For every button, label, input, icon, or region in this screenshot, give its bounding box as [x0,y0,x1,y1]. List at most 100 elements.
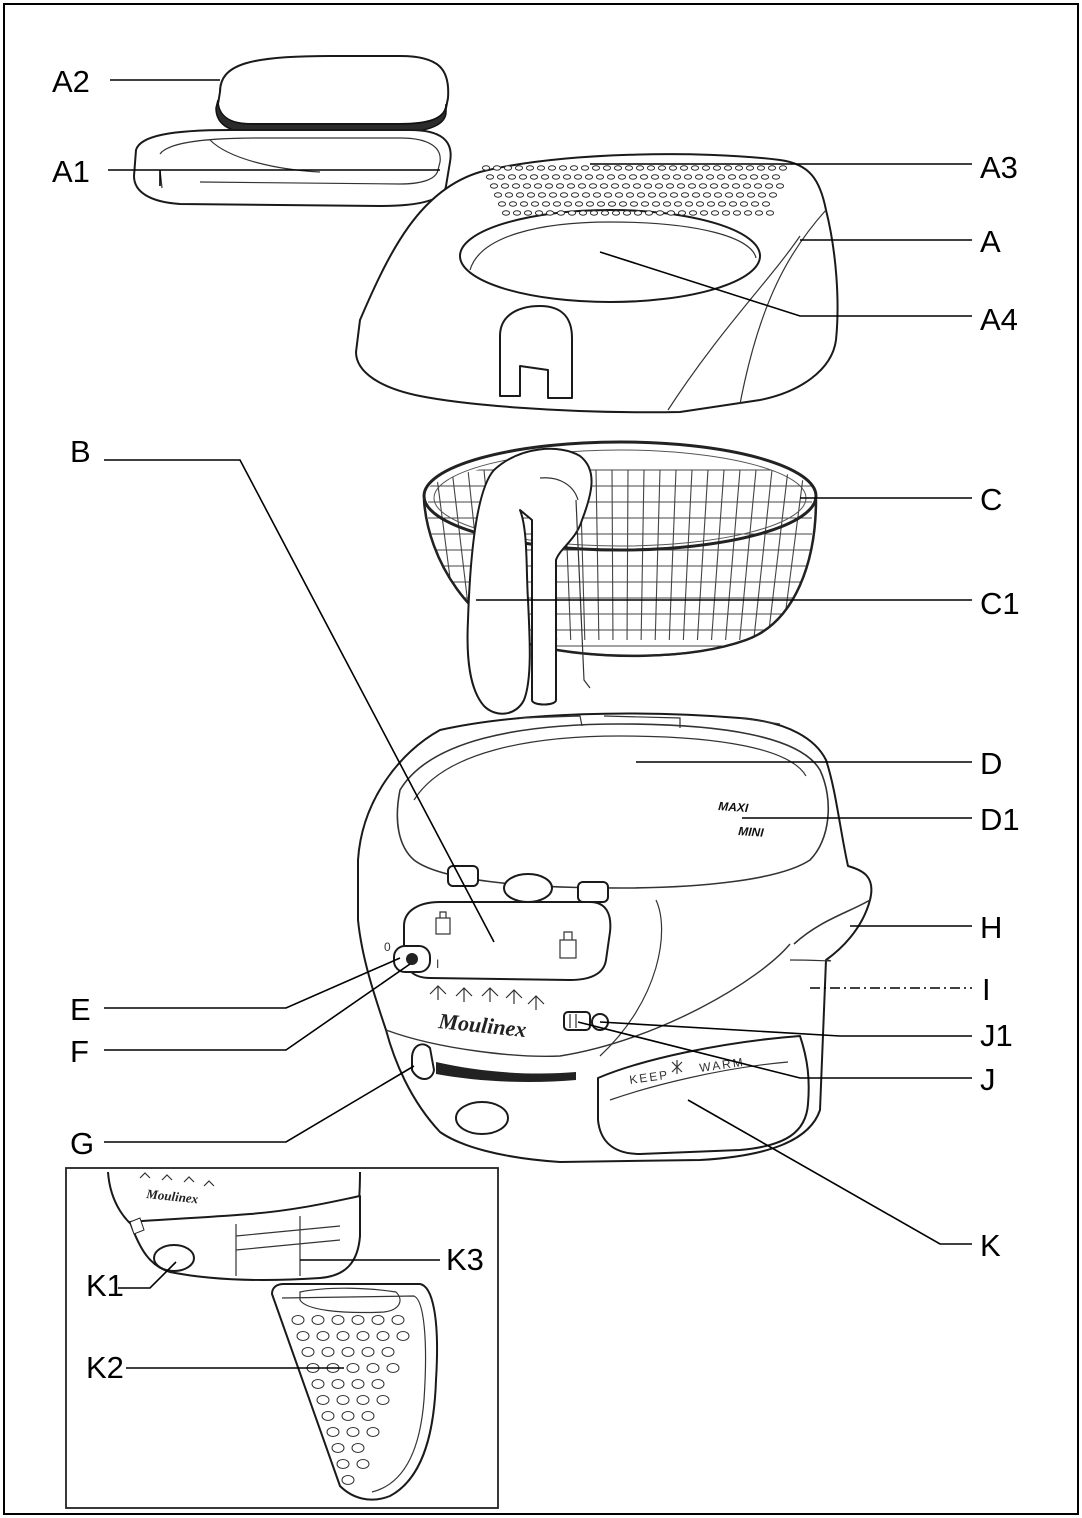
label-f: F [70,1034,89,1069]
vent-hole [591,165,601,171]
vent-hole [633,210,643,216]
vent-hole [511,183,521,189]
mesh-wire-v [739,469,757,641]
tray-hole [376,1395,390,1405]
vent-hole [481,165,491,171]
tray-hole [331,1315,345,1325]
vent-hole [514,165,524,171]
vent-hole [658,192,668,198]
vent-hole [522,183,532,189]
vent-hole [739,201,749,207]
vent-hole [536,165,546,171]
vent-hole [646,165,656,171]
vent-hole [588,183,598,189]
panel-icon-right [559,931,577,959]
tray-hole [336,1459,350,1469]
vent-hole [691,192,701,198]
vent-hole [757,192,767,198]
vent-hole [666,210,676,216]
vent-hole [728,201,738,207]
vent-hole [701,165,711,171]
vent-hole [742,183,752,189]
vent-hole [720,183,730,189]
vent-hole [551,174,561,180]
vent-hole [706,201,716,207]
vent-hole [753,183,763,189]
mesh-wire-v [696,469,709,641]
mesh-wire-v [682,469,693,641]
tray-hole [341,1475,355,1485]
vent-hole [643,183,653,189]
vent-hole [721,210,731,216]
vent-hole [585,201,595,207]
leader-lines [104,79,972,1369]
tray-hole [331,1379,345,1389]
vent-hole [662,201,672,207]
vent-hole [628,174,638,180]
mesh-wire-v [626,469,629,641]
vent-hole [607,201,617,207]
vent-hole [596,201,606,207]
vent-hole [672,174,682,180]
page-frame [3,3,1079,1515]
vent-hole [567,210,577,216]
vent-hole [584,174,594,180]
vent-hole [632,183,642,189]
tray-hole [391,1315,405,1325]
label-k3: K3 [446,1242,484,1277]
label-a2: A2 [52,64,90,99]
tray-hole [321,1347,335,1357]
vent-hole [600,210,610,216]
vent-hole [738,174,748,180]
vent-hole [610,183,620,189]
vent-hole [732,210,742,216]
vent-hole [640,201,650,207]
vent-hole [573,174,583,180]
tray-hole [341,1347,355,1357]
vent-hole [515,192,525,198]
vent-hole [545,210,555,216]
vent-hole [559,192,569,198]
vent-hole [710,210,720,216]
tray-hole [316,1331,330,1341]
label-k1: K1 [86,1268,124,1303]
mesh-wire-v [595,469,600,641]
label-a1: A1 [52,154,90,189]
vent-hole [636,192,646,198]
vent-hole [529,174,539,180]
warm-text: WARM [698,1055,745,1075]
label-j: J [980,1062,996,1097]
vent-hole [765,210,775,216]
vent-hole [683,174,693,180]
mesh-wire-v [654,469,661,641]
label-a: A [980,224,1001,259]
vent-hole [651,201,661,207]
vent-hole [603,192,613,198]
tray-hole [386,1363,400,1373]
tray-hole [331,1443,345,1453]
vent-hole [547,165,557,171]
vent-hole [754,210,764,216]
label-a4: A4 [980,302,1018,337]
vent-hole [679,165,689,171]
label-i: I [982,972,991,1007]
inset-drawer-detail: Moulinex [65,1167,499,1509]
vent-hole [647,192,657,198]
vent-hole [690,165,700,171]
vent-hole [507,174,517,180]
tray-hole [366,1427,380,1437]
vent-hole [724,192,734,198]
vent-hole [702,192,712,198]
vent-hole [530,201,540,207]
tray-hole [316,1395,330,1405]
vent-hole [750,201,760,207]
label-a3: A3 [980,150,1018,185]
mesh-wire-v [767,469,789,641]
vent-hole [497,201,507,207]
vent-hole [533,183,543,189]
vent-hole [500,183,510,189]
vent-hole [655,210,665,216]
vent-hole [624,165,634,171]
vent-hole [618,201,628,207]
part-a3-vent-holes [481,165,788,216]
